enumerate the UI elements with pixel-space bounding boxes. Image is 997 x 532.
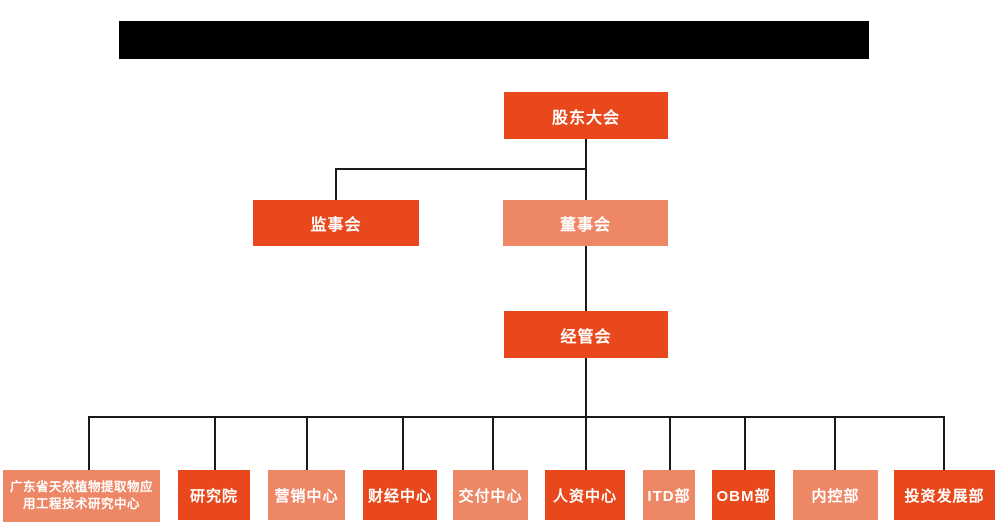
org-node-label: 交付中心 bbox=[458, 487, 523, 505]
org-node-dept-research-institute: 研究院 bbox=[178, 470, 250, 520]
org-node-supervisory-board: 监事会 bbox=[253, 200, 419, 246]
connector-branch-horizontal bbox=[335, 168, 587, 170]
org-node-dept-delivery-center: 交付中心 bbox=[453, 470, 528, 520]
connector-board-to-management bbox=[585, 246, 587, 312]
org-node-dept-internal-control: 内控部 bbox=[793, 470, 878, 520]
org-node-dept-obm: OBM部 bbox=[712, 470, 775, 520]
org-node-dept-finance-center: 财经中心 bbox=[363, 470, 437, 520]
connector-drop-10 bbox=[943, 416, 945, 470]
org-node-label: 投资发展部 bbox=[904, 487, 985, 505]
org-node-label: 内控部 bbox=[811, 487, 860, 505]
org-node-label: 董事会 bbox=[559, 217, 611, 234]
org-node-dept-investment-development: 投资发展部 bbox=[894, 470, 995, 520]
org-node-dept-itd: ITD部 bbox=[643, 470, 695, 520]
org-node-label: 营销中心 bbox=[274, 487, 339, 505]
org-node-label: 财经中心 bbox=[367, 487, 432, 505]
org-node-shareholders-meeting: 股东大会 bbox=[504, 92, 668, 139]
org-node-board-of-directors: 董事会 bbox=[503, 200, 668, 246]
org-node-label: 研究院 bbox=[189, 487, 238, 505]
connector-management-to-bus bbox=[585, 358, 587, 417]
connector-drop-3 bbox=[306, 416, 308, 470]
redacted-title-bar bbox=[119, 21, 869, 59]
org-node-label: OBM部 bbox=[716, 487, 771, 505]
org-node-management-committee: 经管会 bbox=[504, 311, 668, 358]
org-node-dept-research-center: 广东省天然植物提取物应用工程技术研究中心 bbox=[3, 470, 160, 522]
connector-departments-bus bbox=[88, 416, 945, 418]
org-node-label: 股东大会 bbox=[551, 109, 620, 127]
connector-drop-1 bbox=[88, 416, 90, 470]
org-node-dept-hr-center: 人资中心 bbox=[545, 470, 625, 520]
connector-drop-4 bbox=[402, 416, 404, 470]
connector-drop-9 bbox=[834, 416, 836, 470]
org-node-label: 监事会 bbox=[310, 217, 362, 234]
connector-drop-8 bbox=[744, 416, 746, 470]
connector-drop-5 bbox=[492, 416, 494, 470]
org-node-label: 人资中心 bbox=[552, 487, 617, 505]
org-node-label: 广东省天然植物提取物应用工程技术研究中心 bbox=[9, 479, 153, 512]
org-node-label: 经管会 bbox=[560, 328, 612, 346]
connector-drop-6 bbox=[585, 416, 587, 470]
org-node-dept-marketing-center: 营销中心 bbox=[268, 470, 345, 520]
connector-drop-7 bbox=[669, 416, 671, 470]
connector-to-supervisory-board bbox=[335, 168, 337, 200]
org-node-label: ITD部 bbox=[647, 487, 691, 505]
connector-drop-2 bbox=[214, 416, 216, 470]
